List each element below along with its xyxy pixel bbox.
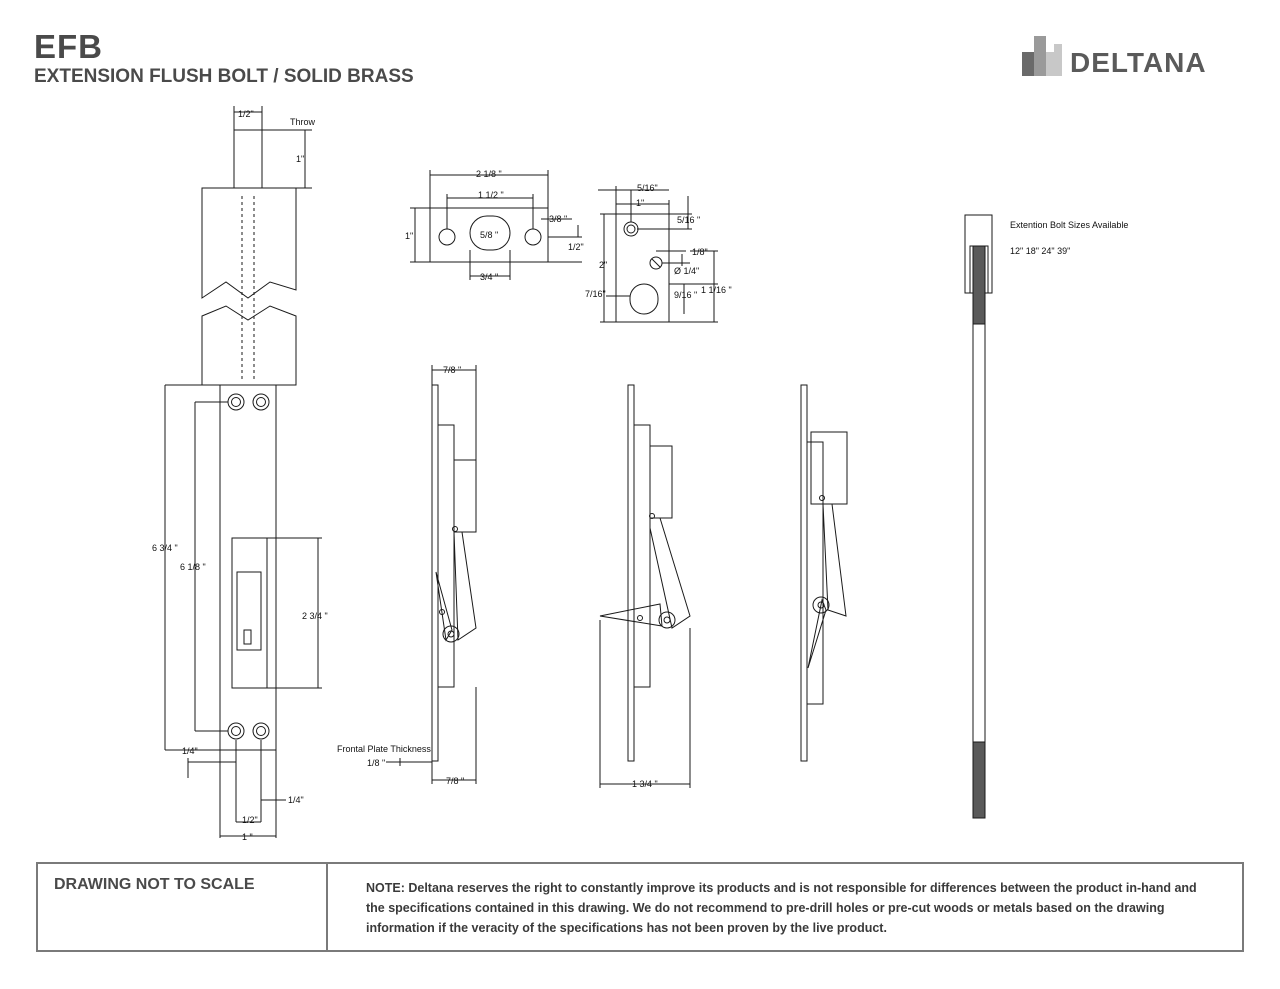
product-subtitle: EXTENSION FLUSH BOLT / SOLID BRASS — [34, 66, 414, 87]
dim-strike-hole-offset: 1/2" — [568, 242, 584, 252]
side-view-open — [599, 384, 691, 788]
strike-plate — [429, 207, 549, 263]
plate-screw-hole — [623, 221, 639, 237]
dim-slot-height: 2 3/4 " — [302, 611, 328, 621]
screw-hole — [227, 722, 245, 740]
dim-frontal-thickness: 1/8 " — [367, 758, 385, 768]
not-to-scale-label: DRAWING NOT TO SCALE — [54, 876, 255, 893]
dim-front-top-width: 1/2" — [238, 109, 254, 119]
rod-threaded-top — [972, 245, 986, 325]
deltana-logo: DELTANA — [1020, 34, 1250, 80]
strike-plate-view — [410, 170, 582, 280]
plate-slot — [629, 283, 659, 315]
faceplate — [219, 384, 277, 751]
footer-left-cell: DRAWING NOT TO SCALE — [38, 864, 328, 950]
dim-plate-slot-offset: 7/16" — [585, 289, 606, 299]
strike-screw-hole — [524, 228, 542, 246]
dim-open-depth: 1 3/4 " — [632, 779, 658, 789]
dim-plate-pin-offset: 1/8" — [692, 247, 708, 257]
screw-hole — [252, 393, 270, 411]
dim-hole-from-edge: 1/4" — [288, 795, 304, 805]
dim-hole-spacing: 6 1/8 " — [180, 562, 206, 572]
dim-strike-hole-spacing: 1 1/2 " — [478, 190, 504, 200]
dim-strike-edge: 3/8 " — [549, 214, 567, 224]
dim-plate-pin-diameter: Ø 1/4" — [674, 266, 699, 276]
door-section-bottom — [201, 305, 297, 386]
technical-drawing: 1/2" Throw 1" 6 3/4 " 6 1/8 " 2 3/4 " 1/… — [152, 106, 1128, 842]
front-view — [164, 106, 322, 838]
dim-plate-lower-height: 1 1/16 " — [701, 285, 732, 295]
dim-hole-spacing-width: 1/2" — [242, 815, 258, 825]
dim-overall-height: 6 3/4 " — [152, 543, 178, 553]
dim-plate-slot-height: 9/16 " — [674, 290, 697, 300]
deltana-logo-icon — [1022, 36, 1062, 76]
dim-strike-bolt-hole: 5/8 " — [480, 230, 498, 240]
dim-plate-hole-offset: 5/16 " — [677, 215, 700, 225]
rod-shaft — [972, 323, 986, 743]
side-view-closed — [386, 365, 477, 784]
frontal-plate-label: Frontal Plate Thickness — [337, 744, 431, 754]
screw-hole — [252, 722, 270, 740]
dim-plate-top-offset: 5/16" — [637, 183, 658, 193]
dim-throw-height: 1" — [296, 154, 304, 164]
extension-rod-view — [964, 214, 993, 819]
bolt-pin — [233, 129, 263, 189]
strike-screw-hole — [438, 228, 456, 246]
dim-strike-width: 2 1/8 " — [476, 169, 502, 179]
footer-box: DRAWING NOT TO SCALE NOTE: Deltana reser… — [36, 862, 1244, 952]
dim-plate-height: 2" — [599, 260, 607, 270]
side-plate — [431, 384, 439, 762]
dim-throw-label: Throw — [290, 117, 316, 127]
mounting-plate-view — [598, 186, 718, 323]
rod-sizes-title: Extention Bolt Sizes Available — [1010, 220, 1128, 230]
door-section-top — [201, 187, 297, 299]
dim-side-top-depth: 7/8 " — [443, 365, 461, 375]
dim-strike-height: 1" — [405, 231, 413, 241]
dim-strike-gap: 3/4 " — [480, 272, 498, 282]
rod-threaded-bottom — [972, 741, 986, 819]
dim-plate-width: 1" — [636, 198, 644, 208]
mounting-plate — [615, 213, 670, 323]
lever-slot — [231, 537, 268, 689]
dim-side-bottom-depth: 7/8 " — [446, 776, 464, 786]
side-view-retracted — [800, 384, 848, 762]
dim-faceplate-width: 1 " — [242, 832, 253, 842]
logo-wordmark: DELTANA — [1070, 47, 1207, 78]
dim-hole-from-end: 1/4" — [182, 746, 198, 756]
strike-bolt-hole — [469, 215, 511, 251]
rod-sizes-list: 12" 18" 24" 39" — [1010, 246, 1070, 256]
product-code: EFB — [34, 28, 103, 65]
screw-hole — [227, 393, 245, 411]
disclaimer-note: NOTE: Deltana reserves the right to cons… — [366, 881, 1197, 935]
